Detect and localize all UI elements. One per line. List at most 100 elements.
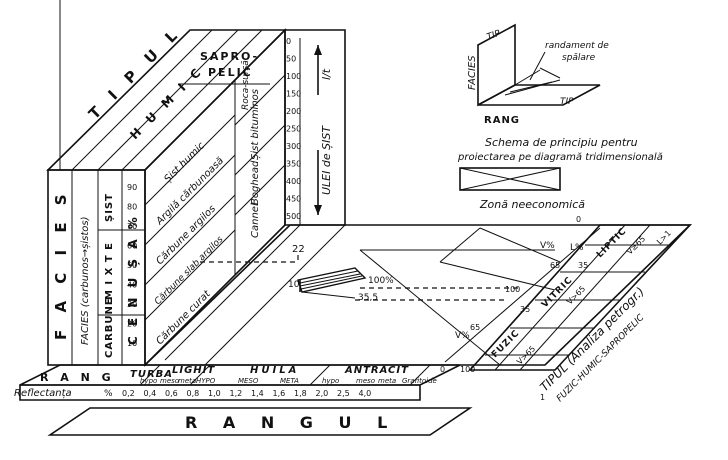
oil-tick-250: 250: [286, 125, 301, 134]
n0-a: 0: [440, 365, 445, 374]
schema-inset: FACIES TIP TIP RANG randament de spălare…: [457, 23, 663, 211]
rank-strip-front: [19, 384, 421, 401]
sapropelic-row-3: Boghead: [250, 160, 261, 205]
reflectance-9: 2,0: [316, 389, 329, 398]
n0-b: 0: [576, 215, 581, 224]
reflectance-8: 1,8: [294, 389, 307, 398]
cenusa-label: C E N U Ș A %: [126, 214, 140, 345]
sapropelic-row-4: Cannel: [250, 203, 261, 238]
rank-sub-2: meta: [178, 377, 196, 385]
reflectance-unit: %: [104, 389, 113, 399]
rank-sub-6: hypo: [322, 377, 339, 385]
rank-sub-8: meta: [378, 377, 396, 385]
reflectance-10: 2,5: [337, 389, 350, 398]
schema-facies: FACIES: [467, 55, 478, 90]
rank-axis: R A N G R A N G U L TURBA LIGHIT HUILA A…: [14, 364, 473, 436]
n100-b: 100: [505, 285, 520, 294]
rang-label: R A N G: [40, 371, 115, 384]
mixte-label: M I X T E: [104, 242, 115, 300]
slab-label-10: 10: [288, 280, 300, 290]
oil-scale: 0 50 100 150 200 250 300 350 400 450 500 ULEI de Ș…: [284, 29, 346, 226]
tipul-plane-frame: [468, 224, 692, 371]
humic-side-face: [144, 28, 286, 367]
reflectance-6: 1,4: [251, 389, 264, 398]
n35-b: 35: [578, 261, 588, 270]
oil-tick-400: 400: [286, 177, 301, 186]
sapropelic-label-2: PELIC: [208, 66, 253, 79]
ash-tick-20: 20: [127, 320, 137, 329]
rank-sub-0: hypo: [140, 377, 157, 385]
oil-tick-50: 50: [286, 55, 296, 64]
rank-cat-turba: TURBA: [130, 369, 173, 380]
slab-label-100: 100%: [368, 276, 394, 286]
v-pct-1: V%: [455, 331, 470, 341]
tipul-plane: [439, 224, 692, 371]
l-pct: L%: [570, 243, 584, 253]
oil-tick-450: 450: [286, 195, 301, 204]
ash-tick-70: 70: [127, 222, 137, 231]
oil-tick-0: 0: [286, 37, 291, 46]
n65-a: 65: [470, 323, 480, 332]
oil-tick-500: 500: [286, 212, 301, 221]
marker-22: 22: [292, 244, 305, 255]
ash-tick-90: 90: [127, 183, 137, 192]
oil-tick-150: 150: [286, 90, 301, 99]
reflectance-4: 1,0: [208, 389, 221, 398]
schema-uneconomic-box: [459, 167, 561, 191]
schema-zona: Zonă neeconomică: [479, 198, 585, 211]
n35-a: 35: [520, 305, 530, 314]
v-pct-2: V%: [540, 241, 555, 251]
sapropelic-row-2: Șist bituminos: [250, 89, 261, 160]
schema-tip-top: TIP: [486, 29, 503, 43]
ash-tick-10: 10: [127, 339, 137, 348]
oil-scale-unit: l/t: [320, 68, 333, 80]
humic-row-2: Argilă cărbunoasă: [154, 155, 226, 227]
rank-cat-antracit: ANTRACIT: [344, 365, 409, 376]
ash-tick-50: 50: [127, 261, 137, 270]
oil-tick-300: 300: [286, 142, 301, 151]
oil-tick-labels: 0 50 100 150 200 250 300 350 400 450 500: [286, 37, 301, 221]
oil-scale-label: ULEI de ȘIST: [320, 125, 333, 195]
sapropelic-label-1: SAPRO-: [200, 50, 259, 63]
rank-sub-9: Grafitoide: [402, 377, 437, 385]
reflectance-5: 1,2: [230, 389, 243, 398]
tipul-plane-labels: TIPUL (Analiza petrogr.) FUZIC-HUMIC-SAP…: [440, 215, 673, 404]
facies-carbunos-label: FACIES (carbunos→șistos): [80, 216, 91, 345]
schema-randament-2: spălare: [562, 53, 596, 63]
sist-label: ȘIST: [104, 193, 115, 222]
ash-tick-60: 60: [127, 242, 137, 251]
schema-tip-right: TIP: [560, 97, 574, 107]
rank-cat-huila: HUILA: [250, 365, 299, 376]
reflectance-3: 0,8: [187, 389, 200, 398]
n1: 1: [540, 393, 545, 402]
rank-cat-lighit: LIGHIT: [172, 365, 215, 376]
facies-texts: F A C I E S FACIES (carbunos→șistos) CAR…: [52, 23, 259, 358]
rank-sub-1: meso: [160, 377, 179, 385]
schema-caption-1: Schema de principiu pentru: [485, 136, 638, 149]
oil-tick-200: 200: [286, 107, 301, 116]
rank-sub-5: META: [280, 377, 299, 385]
n65-b: 65: [550, 261, 560, 270]
carbune-label: CARBUNE: [104, 297, 115, 358]
rank-sub-3: HYPO: [196, 377, 216, 385]
rangul-label: R A N G U L: [185, 413, 397, 432]
reflectance-11: 4,0: [359, 389, 372, 398]
ash-tick-80: 80: [127, 203, 137, 212]
reflectance-1: 0,4: [144, 389, 157, 398]
liptic-label: LIPTIC: [595, 226, 629, 260]
schema-rank-plane: [477, 84, 601, 106]
rank-sub-4: MESO: [238, 377, 259, 385]
slab-label-35: 35,5: [358, 293, 378, 303]
oil-tick-350: 350: [286, 160, 301, 169]
rangul-banner: [47, 407, 473, 436]
oil-tick-100: 100: [286, 72, 301, 81]
coal-slab: 10 100% 35,5: [288, 267, 394, 303]
reflectanta-label: Reflectanța: [14, 388, 72, 399]
facies-title: F A C I E S: [52, 188, 70, 340]
schema-randament-1: randament de: [545, 41, 609, 51]
n100-a: 100: [460, 365, 475, 374]
ash-tick-30: 30: [127, 300, 137, 309]
